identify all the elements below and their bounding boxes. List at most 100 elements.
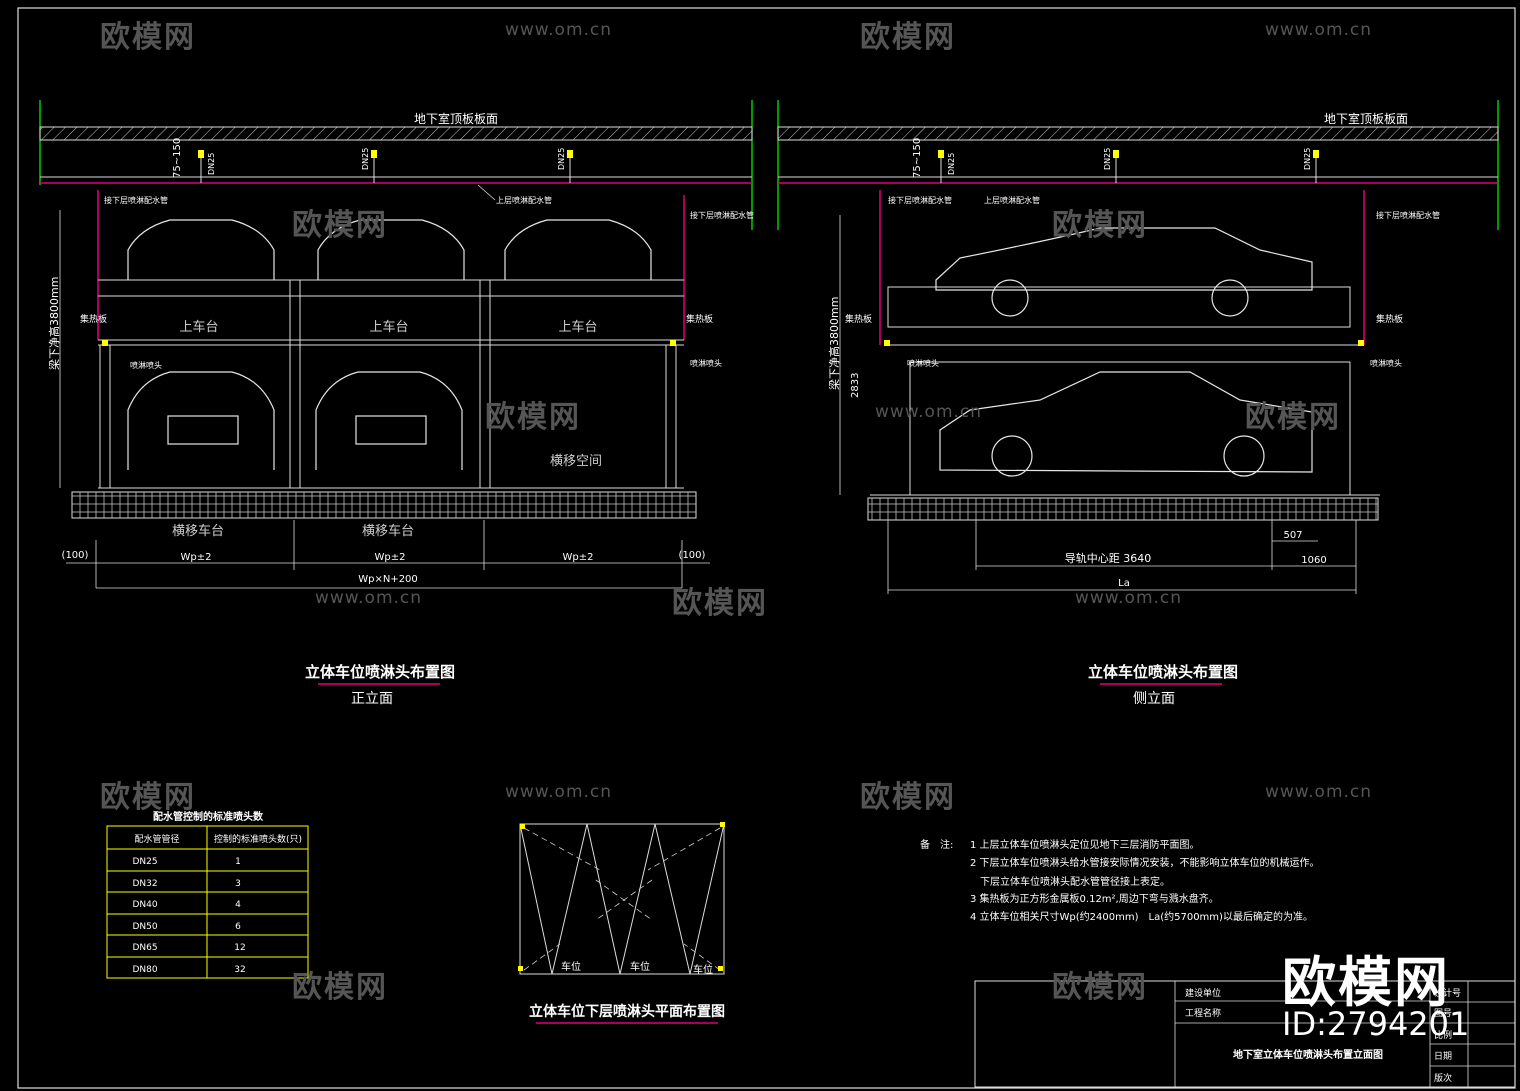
svg-text:DN32: DN32	[132, 879, 157, 889]
svg-text:DN25: DN25	[361, 148, 370, 170]
front-elevation: 地下室顶板板面 75~150 DN25 DN25 DN25 接下层喷淋配水管 上…	[39, 100, 754, 707]
watermark-logo: 欧模网	[672, 586, 768, 621]
svg-text:DN25: DN25	[1103, 148, 1112, 170]
svg-text:下层立体车位喷淋头配水管管径接上表定。: 下层立体车位喷淋头配水管管径接上表定。	[970, 875, 1170, 888]
svg-text:集热板: 集热板	[1376, 313, 1403, 325]
svg-text:上层喷淋配水管: 上层喷淋配水管	[984, 195, 1040, 205]
svg-text:1060: 1060	[1301, 555, 1326, 566]
svg-text:喷淋喷头: 喷淋喷头	[907, 358, 939, 368]
svg-text:上车台: 上车台	[558, 319, 597, 335]
watermark-id: ID:2794201	[1282, 1005, 1470, 1043]
svg-text:备 注:: 备 注:	[920, 838, 953, 851]
svg-text:集热板: 集热板	[845, 313, 872, 325]
watermark-url: www.om.cn	[315, 588, 423, 608]
total-width-dim: Wp×N+200	[358, 574, 418, 585]
slab	[777, 126, 1499, 141]
svg-text:日期: 日期	[1434, 1051, 1452, 1062]
watermark-url: www.om.cn	[1075, 588, 1183, 608]
svg-text:横移车台: 横移车台	[172, 523, 224, 539]
front-car-silhouettes	[127, 219, 652, 470]
svg-text:上车台: 上车台	[369, 319, 408, 335]
watermark-url: www.om.cn	[505, 20, 613, 40]
watermark-logo: 欧模网	[1245, 400, 1341, 435]
svg-text:La: La	[1118, 578, 1130, 589]
svg-text:Wp±2: Wp±2	[563, 552, 594, 563]
svg-text:喷淋喷头: 喷淋喷头	[1370, 358, 1402, 368]
svg-text:图号: 图号	[1434, 1008, 1452, 1019]
watermark-url: www.om.cn	[1265, 20, 1373, 40]
svg-text:集热板: 集热板	[80, 313, 107, 325]
floor-slab	[71, 491, 697, 519]
svg-text:12: 12	[234, 943, 245, 953]
watermark-logo: 欧模网	[292, 208, 388, 243]
svg-text:喷淋喷头: 喷淋喷头	[130, 360, 162, 370]
watermark-logo: 欧模网	[1052, 208, 1148, 243]
watermark-logo: 欧模网	[100, 780, 196, 815]
svg-text:DN65: DN65	[132, 943, 157, 953]
svg-text:Wp±2: Wp±2	[375, 552, 406, 563]
svg-text:上层喷淋配水管: 上层喷淋配水管	[496, 195, 552, 205]
svg-text:4: 4	[235, 900, 241, 910]
side-car-silhouettes	[935, 227, 1313, 477]
svg-text:设计号: 设计号	[1434, 987, 1461, 999]
svg-text:6: 6	[235, 922, 241, 932]
pipe-table: 配水管控制的标准喷头数 配水管管径 控制的标准喷头数(只) DN25 1 DN3…	[106, 810, 309, 979]
svg-text:比例: 比例	[1434, 1029, 1452, 1041]
svg-text:3 集热板为正方形金属板0.12m²,周边下弯与溅水盘齐。: 3 集热板为正方形金属板0.12m²,周边下弯与溅水盘齐。	[970, 892, 1219, 905]
svg-text:配水管管径: 配水管管径	[134, 833, 179, 845]
svg-text:DN40: DN40	[132, 900, 157, 910]
svg-text:2 下层立体车位喷淋头给水管接安际情况安装，不能影响立体车位: 2 下层立体车位喷淋头给水管接安际情况安装，不能影响立体车位的机械运作。	[970, 856, 1320, 869]
notes: 备 注: 1 上层立体车位喷淋头定位见地下三层消防平面图。 2 下层立体车位喷淋…	[920, 838, 1320, 923]
svg-text:1 上层立体车位喷淋头定位见地下三层消防平面图。: 1 上层立体车位喷淋头定位见地下三层消防平面图。	[970, 838, 1200, 851]
svg-text:Wp±2: Wp±2	[181, 552, 212, 563]
traverse-space-label: 横移空间	[550, 454, 602, 469]
svg-text:DN25: DN25	[207, 153, 216, 175]
svg-text:集热板: 集热板	[686, 313, 713, 325]
side-elevation: 地下室顶板板面 75~150 DN25 DN25 DN25 接下层喷淋配水管 上…	[777, 100, 1499, 707]
svg-text:32: 32	[234, 965, 245, 975]
svg-text:导轨中心距 3640: 导轨中心距 3640	[1065, 551, 1152, 565]
watermark-logo: 欧模网	[860, 20, 956, 55]
svg-text:梁下净高3800mm: 梁下净高3800mm	[827, 297, 841, 390]
svg-text:4 立体车位相关尺寸Wp(约2400mm) La(约5700: 4 立体车位相关尺寸Wp(约2400mm) La(约5700mm)以最后确定的为…	[970, 910, 1313, 923]
watermark-big-logo: 欧模网	[1282, 951, 1450, 1014]
slab-label: 地下室顶板板面	[414, 111, 498, 126]
side-title: 立体车位喷淋头布置图	[1088, 663, 1238, 681]
svg-text:车位: 车位	[561, 960, 581, 973]
svg-text:507: 507	[1283, 530, 1302, 541]
svg-text:DN80: DN80	[132, 965, 157, 975]
plan-view: 车位 车位 车位 立体车位下层喷淋头平面布置图	[518, 822, 725, 1024]
watermark-logo: 欧模网	[485, 400, 581, 435]
watermark-logo: 欧模网	[860, 780, 956, 815]
floor-slab	[867, 497, 1379, 521]
svg-text:DN25: DN25	[132, 857, 157, 867]
slab	[39, 126, 753, 141]
svg-text:2833: 2833	[850, 373, 861, 398]
drawing-frame	[17, 7, 1516, 1089]
svg-text:版次: 版次	[1434, 1072, 1452, 1084]
front-title: 立体车位喷淋头布置图	[305, 663, 455, 681]
svg-text:DN25: DN25	[947, 153, 956, 175]
title-block: 建设单位 工程名称 地下室立体车位喷淋头布置立面图 设计号 图号 比例 日期 版…	[974, 980, 1516, 1088]
svg-text:75~150: 75~150	[912, 138, 923, 178]
svg-text:DN25: DN25	[1303, 148, 1312, 170]
watermark-url: www.om.cn	[1265, 782, 1373, 802]
svg-text:DN25: DN25	[557, 148, 566, 170]
svg-text:控制的标准喷头数(只): 控制的标准喷头数(只)	[214, 833, 302, 845]
svg-text:地下室顶板板面: 地下室顶板板面	[1324, 111, 1408, 126]
drawing-name: 地下室立体车位喷淋头布置立面图	[1233, 1048, 1383, 1061]
svg-text:DN50: DN50	[132, 922, 157, 932]
watermark-url: www.om.cn	[505, 782, 613, 802]
svg-text:车位: 车位	[630, 960, 650, 973]
svg-text:(100): (100)	[62, 550, 89, 561]
svg-text:工程名称: 工程名称	[1185, 1007, 1221, 1019]
svg-text:建设单位: 建设单位	[1185, 987, 1221, 999]
svg-text:横移车台: 横移车台	[362, 523, 414, 539]
watermark-logo: 欧模网	[100, 20, 196, 55]
svg-text:接下层喷淋配水管: 接下层喷淋配水管	[888, 195, 952, 205]
front-subtitle: 正立面	[351, 691, 393, 707]
watermark-logo: 欧模网	[1052, 970, 1148, 1005]
watermark-logo: 欧模网	[292, 970, 388, 1005]
watermark-url: www.om.cn	[875, 402, 983, 422]
